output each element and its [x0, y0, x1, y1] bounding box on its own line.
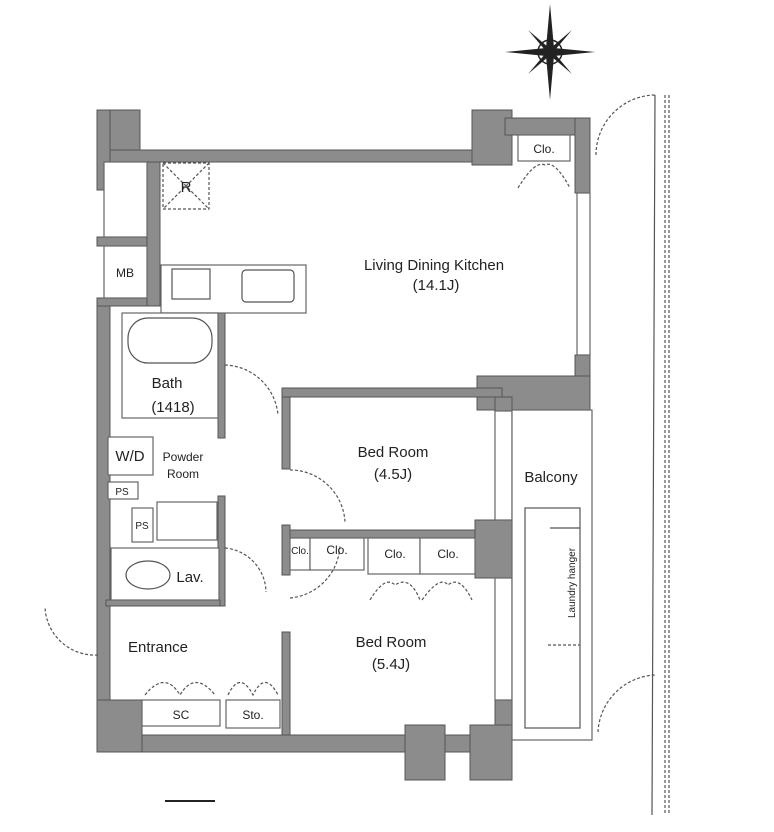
- bathtub-icon: [127, 317, 213, 364]
- bedroom-1-size: (4.5J): [374, 466, 412, 483]
- storage-label: Sto.: [242, 708, 263, 722]
- ldk-label: Living Dining Kitchen: [364, 257, 504, 274]
- fridge-label: R: [181, 179, 192, 196]
- entrance-label: Entrance: [128, 639, 188, 656]
- ldk-size: (14.1J): [413, 277, 460, 294]
- bath-label: Bath: [152, 375, 183, 392]
- bedroom-2-size: (5.4J): [372, 656, 410, 673]
- ps-label: PS: [115, 487, 129, 498]
- balcony-label: Balcony: [524, 469, 578, 486]
- closet-label: Clo.: [533, 142, 554, 156]
- sc-label: SC: [173, 708, 190, 722]
- laundry-hanger-label: Laundry hanger: [567, 547, 578, 618]
- mb-label: MB: [116, 266, 134, 280]
- closet-label: Clo.: [437, 547, 458, 561]
- ps-label-2: PS: [135, 521, 149, 532]
- toilet-icon: [125, 560, 171, 590]
- walls: [96, 109, 591, 781]
- lav-label: Lav.: [176, 569, 203, 586]
- bedroom-2-label: Bed Room: [356, 634, 427, 651]
- powder-room-label-2: Room: [167, 467, 199, 481]
- wd-label: W/D: [115, 448, 144, 465]
- bedroom-1-label: Bed Room: [358, 444, 429, 461]
- powder-room-label: Powder: [163, 450, 204, 464]
- bath-size: (1418): [151, 399, 194, 416]
- closet-label: Clo.: [384, 547, 405, 561]
- fixtures: [44, 94, 670, 816]
- closet-label: Clo.: [291, 546, 309, 557]
- vanity-icon: [156, 501, 218, 541]
- sink-icon: [241, 269, 295, 303]
- closet-label: Clo.: [326, 543, 347, 557]
- compass-icon: [505, 4, 595, 100]
- stove-icon: [171, 268, 211, 300]
